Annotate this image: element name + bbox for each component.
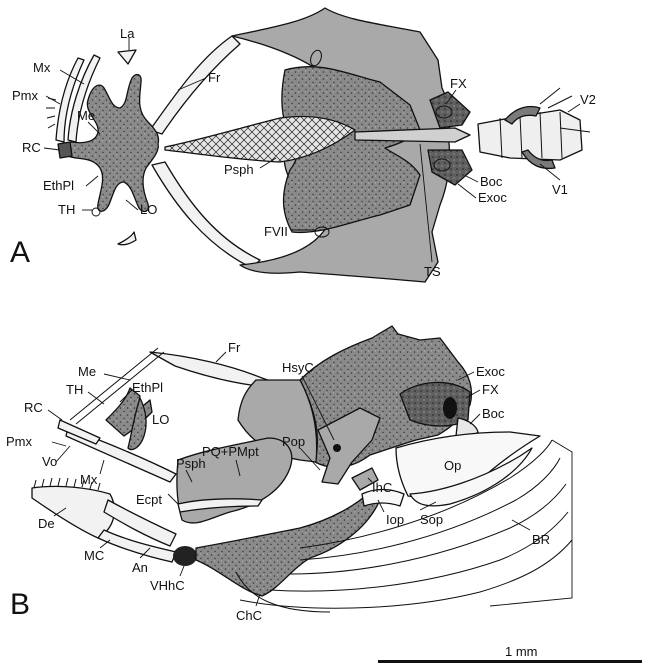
exoccipital-lower	[427, 149, 473, 186]
premaxilla-teeth	[46, 97, 57, 129]
label-a-lo: LO	[140, 202, 157, 217]
panel-letter-a: A	[10, 236, 30, 269]
label-b-mc: MC	[84, 548, 104, 563]
label-a-psph: Psph	[224, 162, 254, 177]
fx-foramen-lateral	[443, 397, 457, 419]
label-b-an: An	[132, 560, 148, 575]
label-b-me: Me	[78, 364, 96, 379]
br-bracket	[489, 439, 573, 607]
label-a-mx: Mx	[33, 60, 51, 75]
label-b-lo: LO	[152, 412, 169, 427]
infraorbital-fragment	[117, 231, 137, 246]
foramen-upper	[310, 49, 322, 67]
label-b-mx: Mx	[80, 472, 98, 487]
label-b-rc: RC	[24, 400, 43, 415]
label-a-la: La	[120, 26, 135, 41]
label-a-fvii: FVII	[264, 224, 288, 239]
panel-a-leaders	[43, 38, 581, 263]
exoccipital-upper	[429, 91, 471, 129]
label-a-exoc: Exoc	[478, 190, 507, 205]
branchiostegal-rays	[239, 439, 573, 609]
label-a-me: Me	[77, 108, 95, 123]
label-b-iop: Iop	[386, 512, 404, 527]
label-b-ihc: IhC	[372, 480, 392, 495]
label-b-ecpt: Ecpt	[136, 492, 162, 507]
hsyc-foramen	[333, 444, 341, 452]
label-b-de: De	[38, 516, 55, 531]
label-b-vo: Vo	[42, 454, 57, 469]
panel-a: La Mx Pmx Me RC EthPl TH LO Fr Psph FVII…	[10, 7, 596, 283]
scale-bar-line	[378, 660, 642, 663]
label-b-th: TH	[66, 382, 83, 397]
label-b-boc: Boc	[482, 406, 505, 421]
trabecular-horn	[91, 207, 101, 217]
scale-bar: 1 mm	[378, 644, 642, 663]
ventral-hypohyal	[173, 546, 197, 566]
label-b-pq-pmpt: PQ+PMpt	[202, 444, 259, 459]
hyosymplectic	[317, 407, 381, 485]
parasphenoid	[164, 115, 356, 163]
ectopterygoid	[177, 498, 263, 513]
label-a-rc: RC	[22, 140, 41, 155]
rostral-cartilage	[57, 141, 73, 159]
lateral-ethmoid	[127, 397, 147, 451]
fx-foramen-lower	[433, 158, 451, 172]
label-b-sop: Sop	[420, 512, 443, 527]
label-b-pop: Pop	[282, 434, 305, 449]
label-b-vhhc: VHhC	[150, 578, 185, 593]
fx-foramen-upper	[435, 105, 453, 119]
label-b-exoc: Exoc	[476, 364, 505, 379]
angular	[103, 499, 177, 547]
foramen-fvii	[314, 226, 330, 238]
frontal-bone-upper	[149, 35, 241, 135]
label-a-boc: Boc	[480, 174, 503, 189]
label-b-chc: ChC	[236, 608, 262, 623]
label-a-v1: V1	[552, 182, 568, 197]
panel-letter-b: B	[10, 588, 30, 621]
trabecula	[354, 127, 471, 143]
scale-bar-label: 1 mm	[505, 644, 538, 659]
lacrimal	[117, 49, 137, 65]
label-a-fx: FX	[450, 76, 467, 91]
maxilla	[67, 54, 101, 143]
label-b-op: Op	[444, 458, 461, 473]
label-a-fr: Fr	[208, 70, 221, 85]
label-b-br: BR	[532, 532, 550, 547]
label-a-v2: V2	[580, 92, 596, 107]
label-b-fr: Fr	[228, 340, 241, 355]
label-a-ethpl: EthPl	[43, 178, 74, 193]
interopercle	[361, 488, 405, 507]
dentary-teeth	[33, 477, 101, 491]
label-b-psph: Psph	[176, 456, 206, 471]
subopercle	[409, 447, 533, 507]
premaxilla	[55, 57, 85, 143]
frontal-bone-lower	[151, 161, 261, 269]
label-b-fx: FX	[482, 382, 499, 397]
panel-b-leaders	[47, 351, 531, 607]
label-b-ethpl: EthPl	[132, 380, 163, 395]
label-b-hsyc: HsyC	[282, 360, 314, 375]
vertebral-column	[477, 87, 591, 170]
label-b-pmx: Pmx	[6, 434, 33, 449]
label-a-ts: TS	[424, 264, 441, 279]
mesethmoid	[69, 347, 165, 425]
panel-b: Fr Me TH EthPl RC LO Pmx Vo Mx De PQ+PMp…	[6, 325, 573, 623]
dentary	[31, 485, 115, 539]
label-a-pmx: Pmx	[12, 88, 39, 103]
vomer-lateral	[57, 419, 101, 445]
label-a-th: TH	[58, 202, 75, 217]
interhyal	[351, 467, 379, 491]
ceratohyal-outline	[235, 571, 331, 613]
